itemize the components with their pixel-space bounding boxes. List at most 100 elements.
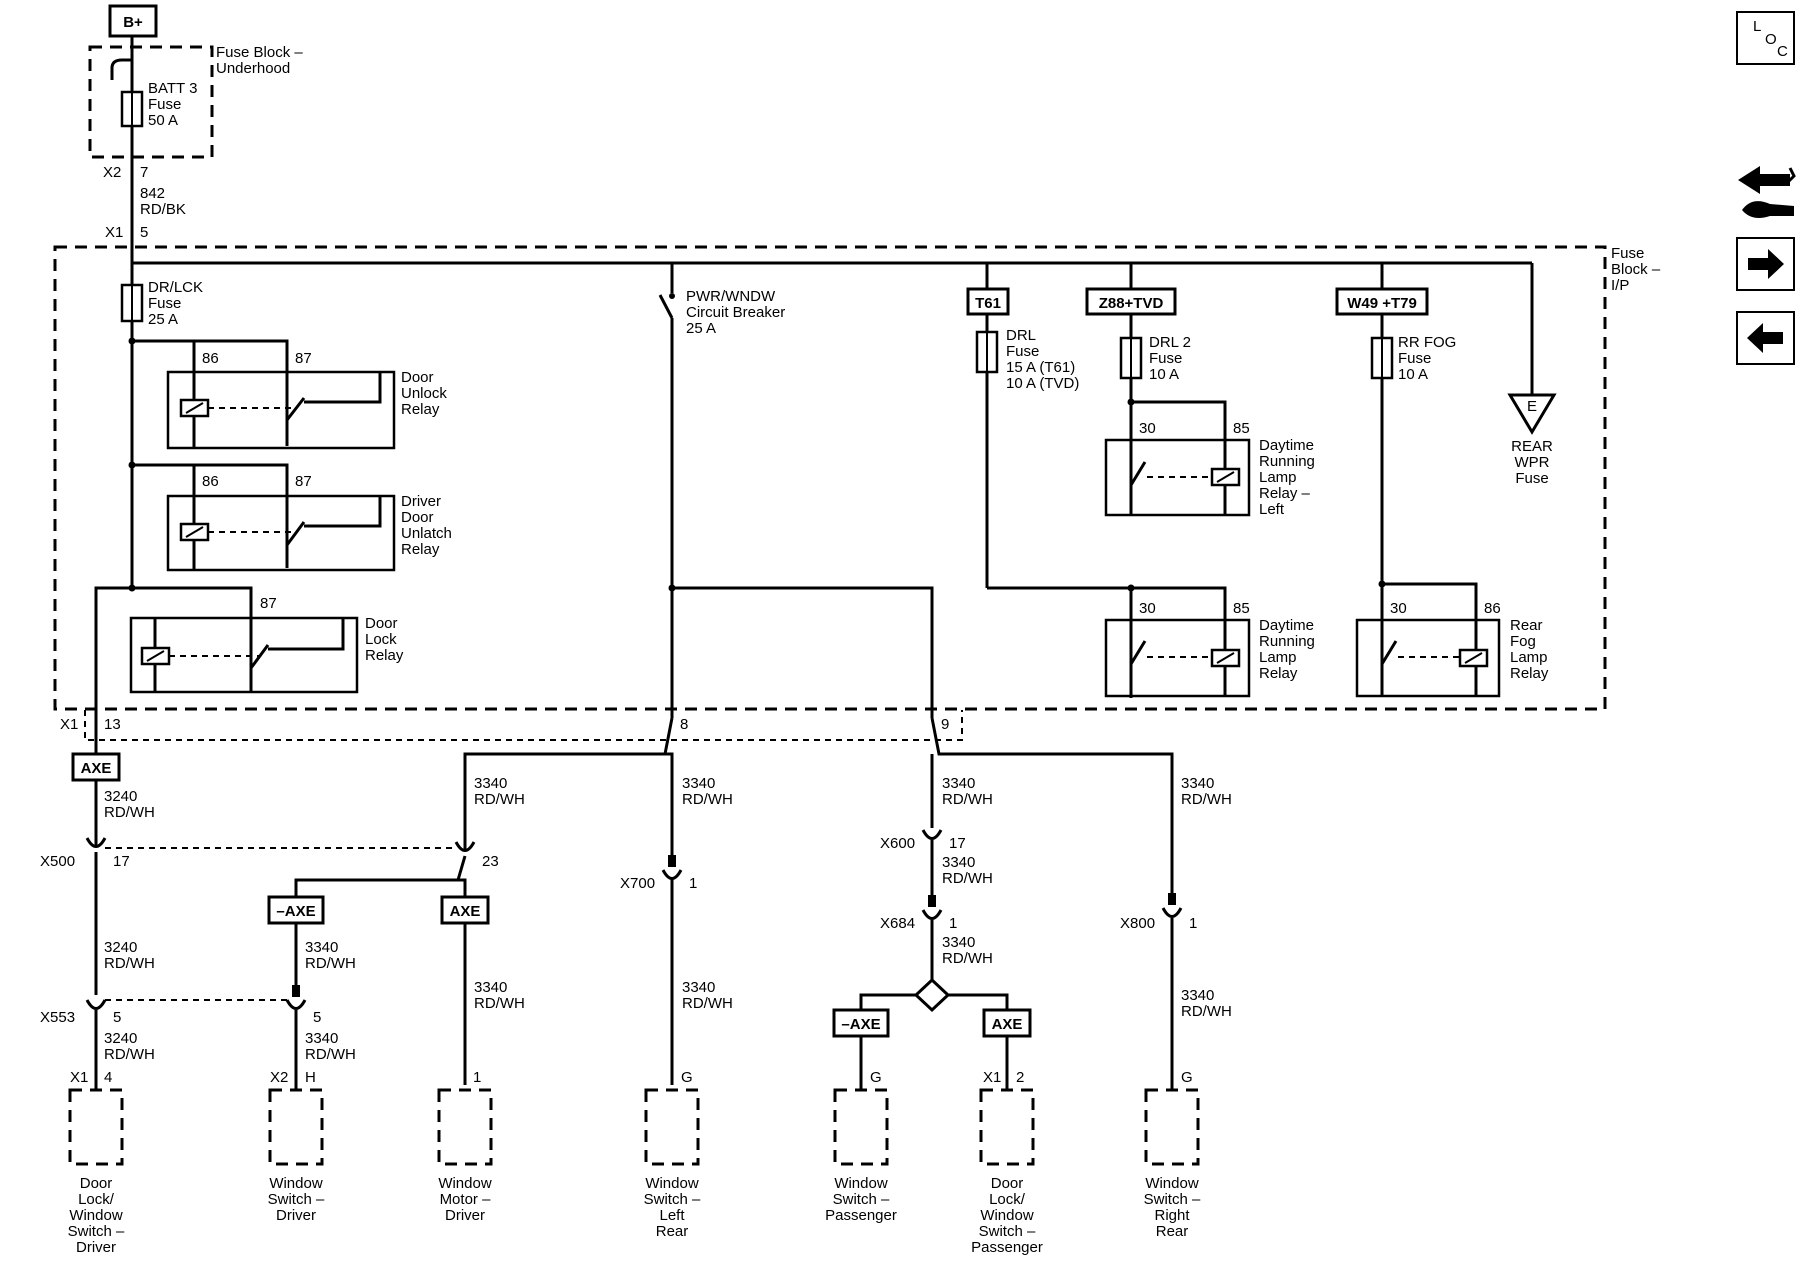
component-1-name-2: Switch –: [268, 1191, 325, 1208]
component-door-lock-window-switch-passenger[interactable]: X1 2 Door Lock/ Window Switch – Passenge…: [971, 1069, 1043, 1256]
drlck-fuse-name: DR/LCK: [148, 279, 203, 296]
drl-relay-name-4: Relay: [1259, 665, 1298, 682]
unlatch-relay-name-4: Relay: [401, 541, 440, 558]
drl-relay-name-1: Daytime: [1259, 617, 1314, 634]
component-0-name-2: Lock/: [78, 1191, 115, 1208]
drl-fuse-name: DRL: [1006, 327, 1036, 344]
option-not-axe-passenger: –AXE: [832, 1008, 890, 1038]
rrfog-fuse-type: Fuse: [1398, 350, 1431, 367]
door-lock-relay-name-2: Lock: [365, 631, 397, 648]
component-1-conn: X2: [270, 1069, 288, 1086]
wire-3240-a-num: 3240: [104, 788, 137, 805]
component-3-name-4: Rear: [656, 1223, 689, 1240]
door-unlock-relay-pin-86: 86: [202, 350, 219, 367]
wire-3340-leftrear-color: RD/WH: [682, 791, 733, 808]
batt3-fuse-name: BATT 3: [148, 80, 197, 97]
fuse-block-underhood-title-1: Fuse Block –: [216, 44, 303, 61]
option-w49-t79: W49 +T79: [1347, 295, 1417, 312]
component-0-name-4: Switch –: [68, 1223, 125, 1240]
drl2-fuse-branch: Z88+TVD DRL 2 Fuse 10 A: [1085, 263, 1191, 402]
x700-pin: 1: [689, 875, 697, 892]
arrow-right-icon[interactable]: [1736, 237, 1795, 291]
battery-label: B+: [123, 14, 143, 31]
component-4-name-3: Passenger: [825, 1207, 897, 1224]
breaker-rating: 25 A: [686, 320, 716, 337]
wire-3340-x684-color: RD/WH: [942, 950, 993, 967]
component-window-switch-passenger[interactable]: G Window Switch – Passenger: [825, 1069, 897, 1224]
pwr-wndw-circuit-breaker: PWR/WNDW Circuit Breaker 25 A: [658, 263, 785, 718]
drlck-fuse-type: Fuse: [148, 295, 181, 312]
splice-diamond: [913, 977, 951, 1013]
component-1-pin: H: [305, 1069, 316, 1086]
component-window-motor-driver[interactable]: 1 Window Motor – Driver: [437, 1069, 493, 1224]
batt3-fuse-rating: 50 A: [148, 112, 178, 129]
x553-pin-5-b: 5: [313, 1009, 321, 1026]
unlatch-relay-name-1: Driver: [401, 493, 441, 510]
wire-3340-x684-num: 3340: [942, 934, 975, 951]
x500-pin-23: 23: [482, 853, 499, 870]
component-window-switch-left-rear[interactable]: G Window Switch – Left Rear: [644, 1069, 701, 1240]
drl-relay-left-name-4: Relay –: [1259, 485, 1311, 502]
wire-3340-x600-num: 3340: [942, 775, 975, 792]
x800-pin: 1: [1189, 915, 1197, 932]
drl2-fuse-name: DRL 2: [1149, 334, 1191, 351]
drl-relay-left-name-3: Lamp: [1259, 469, 1297, 486]
x1-pin-5: 5: [140, 224, 148, 241]
drl-fuse-rating-t61: 15 A (T61): [1006, 359, 1075, 376]
door-lock-relay-pin-87: 87: [260, 595, 277, 612]
loc-button[interactable]: L O C: [1736, 11, 1795, 65]
door-lock-relay-name-3: Relay: [365, 647, 404, 664]
drl-relay-pin-85: 85: [1233, 600, 1250, 617]
axe-label-2: AXE: [450, 903, 481, 920]
rear-wpr-fuse-ref: E REAR WPR Fuse: [1507, 263, 1557, 487]
component-4-name-2: Switch –: [833, 1191, 890, 1208]
x600-label: X600: [880, 835, 915, 852]
rear-wpr-ref-letter: E: [1527, 398, 1537, 415]
arrow-left-icon[interactable]: [1736, 311, 1795, 365]
wire-842-circuit: 842: [140, 185, 165, 202]
component-0-name-1: Door: [80, 1175, 113, 1192]
wire-3340-motor-num: 3340: [474, 775, 507, 792]
axe-label-3: AXE: [992, 1016, 1023, 1033]
wire-3340-rightrear-color: RD/WH: [1181, 791, 1232, 808]
wire-harness-icon[interactable]: [1738, 166, 1796, 218]
unlatch-relay-name-2: Door: [401, 509, 434, 526]
wire-3340-motordrv-color: RD/WH: [474, 995, 525, 1012]
x700-label: X700: [620, 875, 655, 892]
batt3-fuse: BATT 3 Fuse 50 A: [120, 64, 197, 129]
wire-3340-leftrear-num: 3340: [682, 775, 715, 792]
drl-relay-left: 30 85 Daytime Running Lamp Relay – Left: [1104, 402, 1315, 518]
component-1-name-1: Window: [269, 1175, 323, 1192]
loc-letter-l: L: [1753, 18, 1761, 35]
loc-letter-c: C: [1777, 43, 1788, 60]
option-axe-upper: AXE: [71, 752, 121, 782]
fuse-block-underhood: Fuse Block – Underhood: [88, 44, 303, 159]
component-5-name-1: Door: [991, 1175, 1024, 1192]
component-4-pin: G: [870, 1069, 882, 1086]
component-5-name-5: Passenger: [971, 1239, 1043, 1256]
fog-relay-name-2: Fog: [1510, 633, 1536, 650]
option-not-axe-driver: –AXE: [267, 895, 325, 925]
wire-3340-lr-color: RD/WH: [682, 995, 733, 1012]
drl-relay-left-pin-85: 85: [1233, 420, 1250, 437]
component-window-switch-right-rear[interactable]: G Window Switch – Right Rear: [1144, 1069, 1201, 1240]
component-6-name-2: Switch –: [1144, 1191, 1201, 1208]
drl-fuse-branch: T61 DRL Fuse 15 A (T61) 10 A (TVD): [966, 263, 1079, 588]
drl-fuse-type: Fuse: [1006, 343, 1039, 360]
drl2-fuse-rating: 10 A: [1149, 366, 1179, 383]
fog-relay-pin-86: 86: [1484, 600, 1501, 617]
unlatch-relay-name-3: Unlatch: [401, 525, 452, 542]
component-5-pin: 2: [1016, 1069, 1024, 1086]
component-5-name-4: Switch –: [979, 1223, 1036, 1240]
component-0-pin: 4: [104, 1069, 112, 1086]
wire-3340-rightrear-num: 3340: [1181, 775, 1214, 792]
wire-3340-switchdrv-num: 3340: [305, 939, 338, 956]
door-unlock-relay-name-2: Unlock: [401, 385, 447, 402]
drl2-fuse-type: Fuse: [1149, 350, 1182, 367]
wire-3340-x553-color: RD/WH: [305, 1046, 356, 1063]
x1-connector-ip: X1 13 8 9: [60, 710, 963, 741]
component-door-lock-window-switch-driver[interactable]: X1 4 Door Lock/ Window Switch – Driver: [68, 1069, 125, 1256]
component-window-switch-driver[interactable]: X2 H Window Switch – Driver: [268, 1069, 325, 1224]
rr-fog-branch: W49 +T79 RR FOG Fuse 10 A: [1335, 263, 1456, 696]
